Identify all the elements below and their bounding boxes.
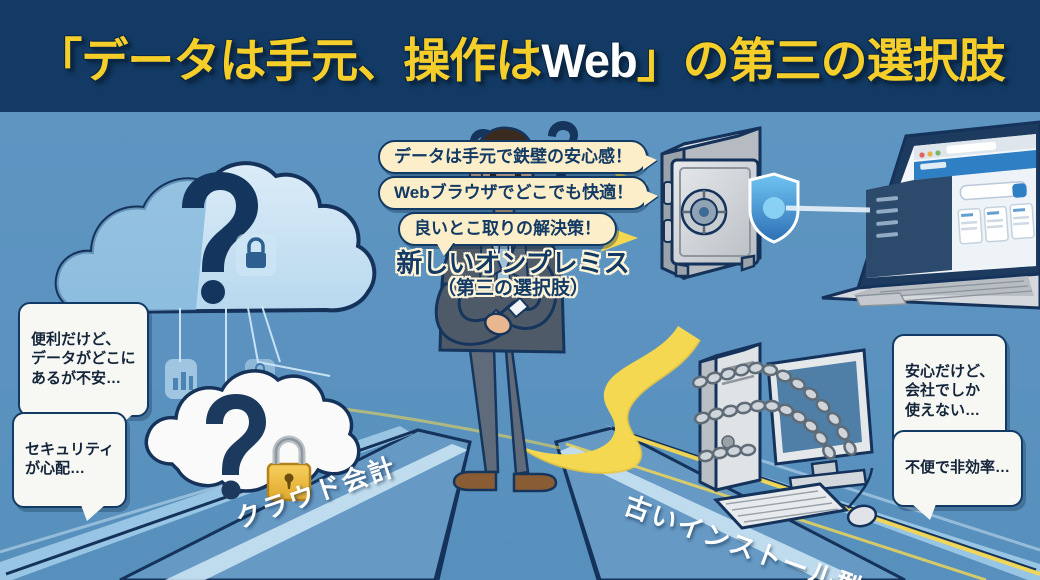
center-concept-label: 新しいオンプレミス （第三の選択肢） bbox=[388, 248, 638, 300]
benefit-bubble-1: データは手元で鉄壁の安心感！ bbox=[378, 140, 657, 174]
benefit-bubble-3-label: 良いとこ取りの解決策！ bbox=[414, 219, 601, 238]
cloud-concern-callout-1-label: 便利だけど、 データがどこに あるが不安… bbox=[31, 331, 136, 387]
cloud-concern-callout-2: セキュリティ が心配… bbox=[12, 412, 128, 521]
cloud-concern-callout-1: 便利だけど、 データがどこに あるが不安… bbox=[18, 302, 149, 430]
cloud-concern-callout-2-label: セキュリティ が心配… bbox=[25, 441, 115, 478]
cloud-question-icon bbox=[54, 161, 377, 315]
benefit-bubble-2: Webブラウザでどこでも快適！ bbox=[378, 176, 659, 210]
center-concept-sub: （第三の選択肢） bbox=[436, 278, 589, 300]
onpremise-concern-callout-1-label: 安心だけど、 会社でしか 使えない… bbox=[905, 363, 995, 419]
laptop-icon bbox=[821, 120, 1040, 310]
title-part-pre: 「データは手元、操作は bbox=[35, 33, 542, 87]
chart-tile-icon bbox=[165, 359, 197, 399]
bubble-tail bbox=[436, 242, 454, 256]
padlock-icon bbox=[236, 234, 276, 276]
benefit-bubble-1-label: データは手元で鉄壁の安心感！ bbox=[394, 147, 632, 166]
header-band: 「データは手元、操作はWeb」の第三の選択肢 bbox=[0, 0, 1040, 112]
title-part-post: 」の第三の選択肢 bbox=[636, 33, 1006, 87]
cloud-lock-icon bbox=[144, 369, 361, 502]
bubble-tail bbox=[643, 154, 657, 170]
chained-desktop-icon bbox=[691, 342, 878, 530]
benefit-bubble-3: 良いとこ取りの解決策！ bbox=[398, 212, 617, 256]
illustration-scene: データは手元で鉄壁の安心感！ Webブラウザでどこでも快適！ 良いとこ取りの解決… bbox=[0, 112, 1040, 580]
center-concept-main: 新しいオンプレミス bbox=[396, 248, 630, 278]
title-part-web: Web bbox=[541, 33, 637, 87]
onpremise-concern-callout-2: 不便で非効率… bbox=[892, 430, 1024, 520]
benefit-bubble-2-label: Webブラウザでどこでも快適！ bbox=[394, 183, 634, 202]
callout-tail bbox=[81, 504, 106, 521]
onpremise-concern-callout-2-label: 不便で非効率… bbox=[905, 459, 1011, 477]
page-title: 「データは手元、操作はWeb」の第三の選択肢 bbox=[35, 22, 1006, 91]
safe-icon bbox=[660, 126, 800, 281]
bubble-tail bbox=[644, 190, 659, 206]
callout-tail bbox=[912, 503, 936, 520]
